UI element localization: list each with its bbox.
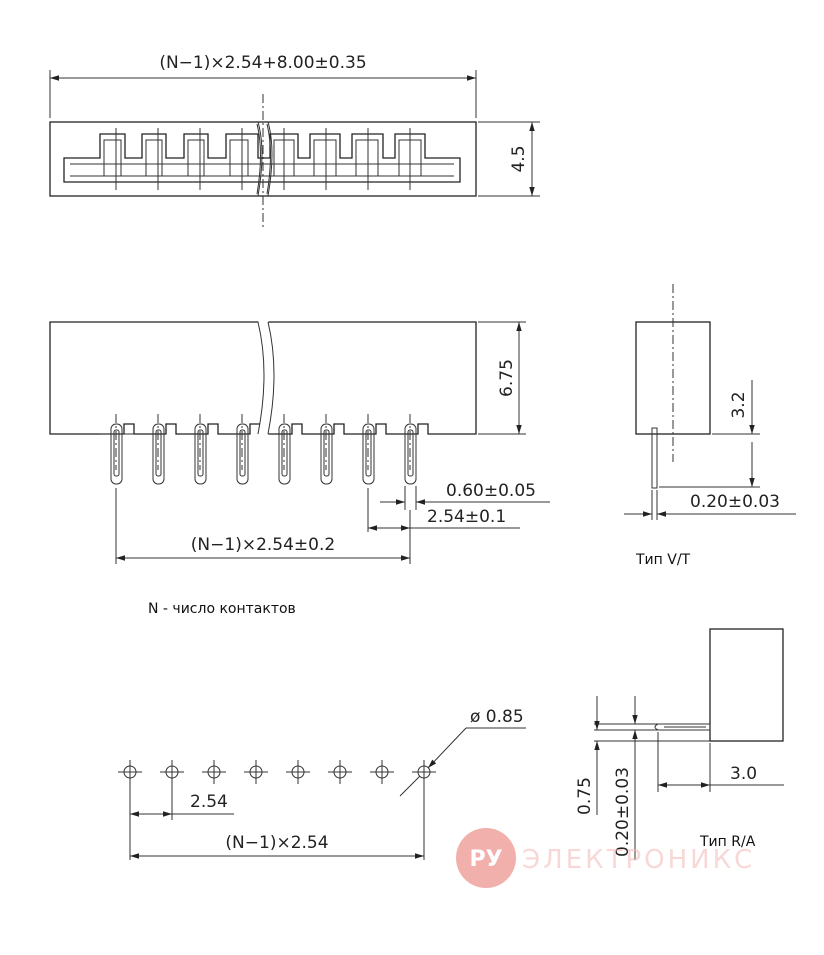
pin <box>194 423 207 485</box>
ra-offset-label: 0.75 <box>575 777 595 815</box>
ra-caption: Тип R/A <box>699 834 756 850</box>
top-height-label: 4.5 <box>509 145 529 172</box>
hole-diameter-label: ø 0.85 <box>470 707 524 727</box>
top-view: (N−1)×2.54+8.00±0.35 4.5 <box>49 53 540 228</box>
hole <box>202 760 226 784</box>
footprint-holes <box>118 760 436 784</box>
side-view-ra-body <box>709 628 784 742</box>
front-view-break-lines <box>257 321 275 435</box>
pin <box>320 423 333 485</box>
diameter-leader <box>427 727 467 769</box>
pin <box>278 423 291 485</box>
side-view-vt-pin <box>651 427 658 489</box>
vt-pin-thickness-label: 0.20±0.03 <box>690 492 780 512</box>
watermark: РУ ЭЛЕКТРОНИКС <box>456 828 755 888</box>
hole <box>244 760 268 784</box>
body-height-label: 6.75 <box>497 359 517 397</box>
pin <box>110 423 123 485</box>
hole <box>286 760 310 784</box>
top-view-break-lines <box>256 123 271 195</box>
hole <box>370 760 394 784</box>
top-view-break-mask <box>257 121 273 197</box>
ra-pin-length-label: 3.0 <box>730 764 757 784</box>
pin-width-label: 0.60±0.05 <box>446 481 536 501</box>
pin-span-label: (N−1)×2.54±0.2 <box>191 535 335 555</box>
front-view: 6.75 0.60±0.05 2.54±0.1 (N−1)×2.54±0.2 <box>49 320 550 564</box>
pin <box>404 423 417 485</box>
note-n-contacts: N - число контактов <box>148 601 296 617</box>
footprint-span-label: (N−1)×2.54 <box>225 833 328 853</box>
hole <box>328 760 352 784</box>
top-view-contact-profile <box>63 133 461 183</box>
pitch-label: 2.54±0.1 <box>427 507 506 527</box>
vt-pin-length-label: 3.2 <box>729 391 749 418</box>
pin <box>236 423 249 485</box>
front-view-body-outline <box>49 321 477 435</box>
watermark-text: ЭЛЕКТРОНИКС <box>522 845 755 875</box>
watermark-logo-circle <box>456 828 516 888</box>
front-view-break-mask <box>258 320 274 436</box>
watermark-logo-text: РУ <box>469 847 502 872</box>
top-view-slots <box>103 139 422 177</box>
overall-length-label: (N−1)×2.54+8.00±0.35 <box>159 53 366 73</box>
pin <box>152 423 165 485</box>
pcb-footprint: ø 0.85 2.54 (N−1)×2.54 <box>118 707 526 860</box>
side-view-ra: 0.75 0.20±0.03 3.0 Тип R/A <box>575 628 784 860</box>
footprint-pitch-label: 2.54 <box>190 792 228 812</box>
side-view-ra-pin <box>654 723 711 731</box>
front-view-pins <box>110 423 417 485</box>
ra-thickness-label: 0.20±0.03 <box>613 767 633 857</box>
top-view-pin-centerlines <box>115 128 411 190</box>
diameter-arrow <box>399 775 421 797</box>
pin <box>362 423 375 485</box>
vt-caption: Тип V/T <box>635 552 691 568</box>
side-view-vt: 3.2 0.20±0.03 Тип V/T <box>624 284 796 568</box>
